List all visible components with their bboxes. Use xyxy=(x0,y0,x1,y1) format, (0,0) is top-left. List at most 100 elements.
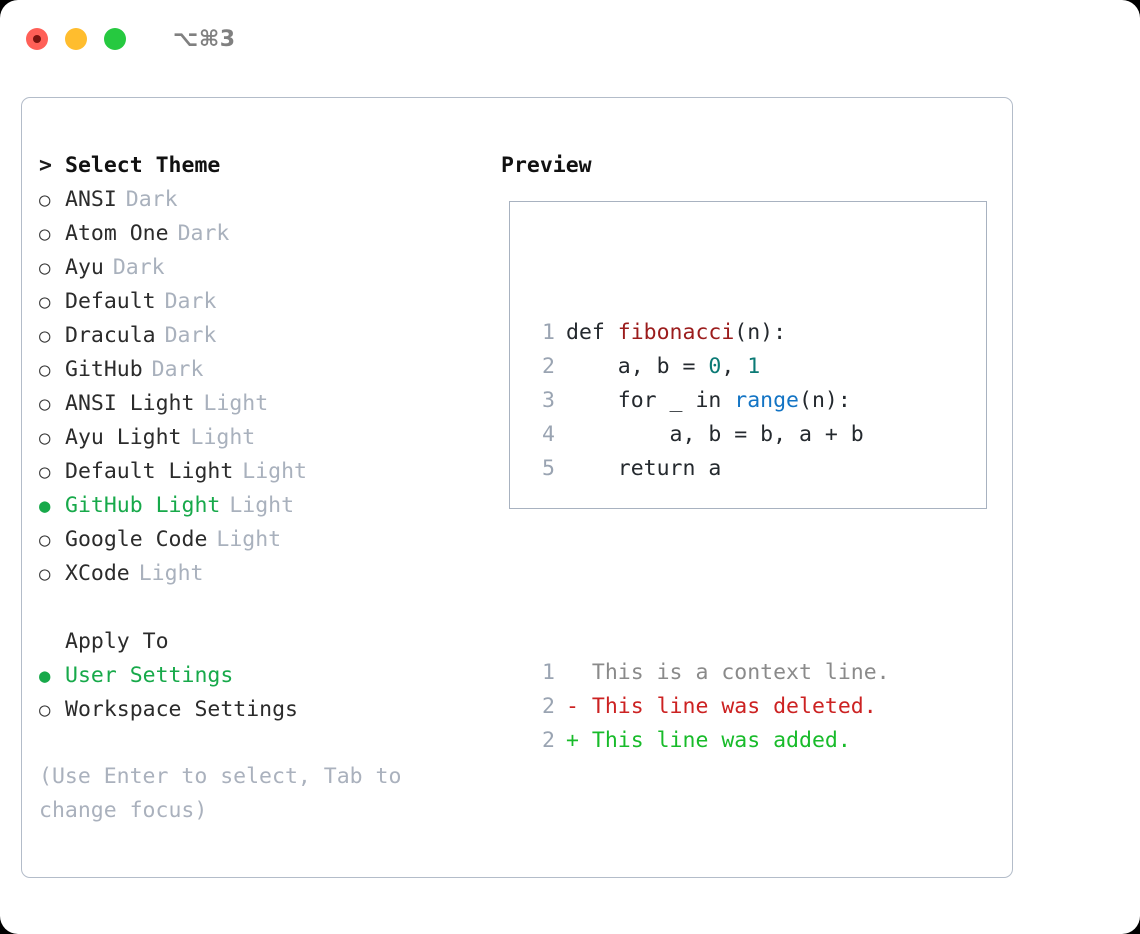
theme-option-ansi[interactable]: ○ ANSI Dark xyxy=(39,183,479,217)
theme-variant-tag: Light xyxy=(190,425,256,450)
window-controls xyxy=(26,28,126,50)
diff-line-ctx: 1 This is a context line. xyxy=(531,656,890,690)
theme-variant-tag: Light xyxy=(229,493,295,518)
apply-to-header: Apply To xyxy=(39,625,479,659)
radio-selected-icon: ● xyxy=(39,495,51,517)
line-number: 1 xyxy=(542,660,555,685)
apply-to-option-label: User Settings xyxy=(65,663,234,688)
theme-option-label: Ayu xyxy=(65,255,104,280)
keyboard-hint: (Use Enter to select, Tab to change focu… xyxy=(39,764,415,823)
theme-option-label: Google Code xyxy=(65,527,208,552)
line-number: 2 xyxy=(542,694,555,719)
theme-option-google-code[interactable]: ○ Google Code Light xyxy=(39,523,479,557)
diff-marker: - xyxy=(566,694,579,719)
radio-unselected-icon: ○ xyxy=(39,461,51,483)
theme-variant-tag: Dark xyxy=(125,187,178,212)
diff-text: This is a context line. xyxy=(578,660,890,685)
code-line: 3 for _ in range(n): xyxy=(531,384,890,418)
theme-variant-tag: Light xyxy=(216,527,282,552)
code-token-call: range xyxy=(734,388,800,413)
radio-unselected-icon: ○ xyxy=(39,291,51,313)
theme-variant-tag: Dark xyxy=(151,357,204,382)
code-line: 5 return a xyxy=(531,452,890,486)
keyboard-shortcut-label: ⌥⌘3 xyxy=(173,26,236,52)
theme-option-label: GitHub xyxy=(65,357,143,382)
line-number: 5 xyxy=(542,456,555,481)
preview-title: Preview xyxy=(501,153,592,178)
line-number: 3 xyxy=(542,388,555,413)
line-number: 2 xyxy=(542,728,555,753)
radio-unselected-icon: ○ xyxy=(39,325,51,347)
radio-selected-icon: ● xyxy=(39,665,51,687)
radio-unselected-icon: ○ xyxy=(39,359,51,381)
line-number: 1 xyxy=(542,320,555,345)
diff-text: This line was deleted. xyxy=(578,694,877,719)
theme-option-label: XCode xyxy=(65,561,130,586)
theme-option-label: ANSI xyxy=(65,187,117,212)
apply-to-option-workspace-settings[interactable]: ○ Workspace Settings xyxy=(39,693,479,727)
close-icon xyxy=(33,35,41,43)
radio-unselected-icon: ○ xyxy=(39,699,51,721)
select-theme-header: > Select Theme xyxy=(39,149,479,183)
radio-unselected-icon: ○ xyxy=(39,427,51,449)
theme-option-label: Default Light xyxy=(65,459,234,484)
list-spacer xyxy=(39,591,479,625)
theme-option-label: Dracula xyxy=(65,323,156,348)
line-number: 4 xyxy=(542,422,555,447)
code-line: 2 a, b = 0, 1 xyxy=(531,350,890,384)
radio-unselected-icon: ○ xyxy=(39,257,51,279)
theme-variant-tag: Light xyxy=(203,391,269,416)
code-token-plain: return a xyxy=(566,456,722,481)
apply-to-option-user-settings[interactable]: ● User Settings xyxy=(39,659,479,693)
code-token-plain: (n): xyxy=(734,320,787,345)
theme-option-label: Ayu Light xyxy=(65,425,182,450)
diff-marker xyxy=(566,656,579,690)
diff-line-del: 2- This line was deleted. xyxy=(531,690,890,724)
theme-option-ayu-light[interactable]: ○ Ayu Light Light xyxy=(39,421,479,455)
code-token-fn: fibonacci xyxy=(617,320,735,345)
theme-variant-tag: Light xyxy=(242,459,308,484)
diff-text: This line was added. xyxy=(578,728,851,753)
apply-to-title: Apply To xyxy=(65,629,169,654)
code-token-plain: a, b = xyxy=(566,354,709,379)
code-token-plain: (n): xyxy=(799,388,851,413)
theme-variant-tag: Light xyxy=(138,561,204,586)
apply-to-list: ● User Settings ○ Workspace Settings xyxy=(39,659,479,727)
diff-marker: + xyxy=(566,728,579,753)
radio-unselected-icon: ○ xyxy=(39,189,51,211)
theme-variant-tag: Dark xyxy=(177,221,230,246)
theme-option-default-light[interactable]: ○ Default Light Light xyxy=(39,455,479,489)
theme-option-github-light[interactable]: ● GitHub Light Light xyxy=(39,489,479,523)
radio-unselected-icon: ○ xyxy=(39,223,51,245)
code-token-plain: a, b = b, a + b xyxy=(566,422,864,447)
theme-option-label: GitHub Light xyxy=(65,493,221,518)
diff-line-add: 2 + This line was added. xyxy=(531,724,890,758)
minimize-button[interactable] xyxy=(65,28,87,50)
zoom-button[interactable] xyxy=(104,28,126,50)
theme-option-dracula[interactable]: ○ Dracula Dark xyxy=(39,319,479,353)
radio-unselected-icon: ○ xyxy=(39,529,51,551)
code-token-plain: for _ in xyxy=(566,388,735,413)
apply-to-option-label: Workspace Settings xyxy=(65,697,298,722)
select-theme-title: Select Theme xyxy=(65,153,221,178)
radio-unselected-icon: ○ xyxy=(39,393,51,415)
theme-variant-tag: Dark xyxy=(164,323,217,348)
code-line: 4 a, b = b, a + b xyxy=(531,418,890,452)
title-bar: ⌥⌘3 xyxy=(0,0,1140,78)
theme-variant-tag: Dark xyxy=(164,289,217,314)
close-button[interactable] xyxy=(26,28,48,50)
theme-option-github[interactable]: ○ GitHub Dark xyxy=(39,353,479,387)
